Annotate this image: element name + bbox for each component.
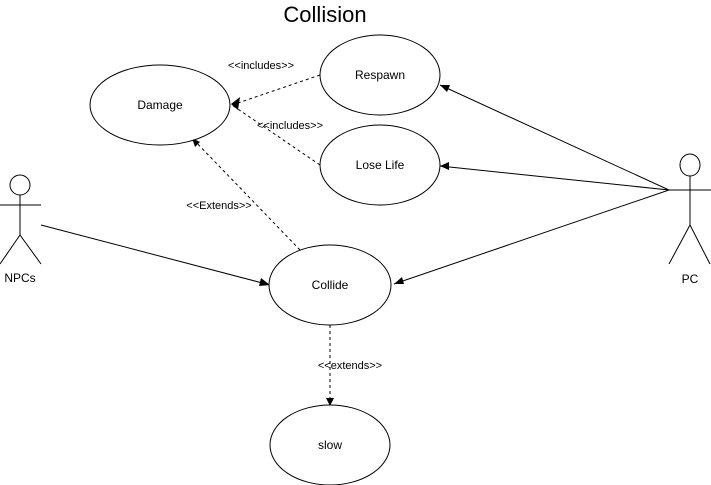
use-case-collide-shape[interactable]: [268, 244, 392, 326]
use-case-respawn[interactable]: Respawn: [319, 34, 441, 116]
use-case-slow[interactable]: slow: [269, 404, 391, 485]
use-case-collide[interactable]: Collide: [268, 244, 392, 326]
arrow-head-extends-collide: [326, 398, 334, 406]
actor-npcs-head: [9, 174, 31, 196]
actor-pc-left-leg: [668, 224, 691, 265]
actor-pc[interactable]: PC: [668, 153, 711, 286]
use-case-lose-life-shape[interactable]: [319, 124, 441, 206]
actor-pc-right-leg: [689, 224, 711, 265]
stereotype-respawn-includes: <<includes>>: [228, 60, 294, 72]
use-case-damage-shape[interactable]: [89, 64, 231, 146]
arrow-head-pc-respawn: [440, 85, 450, 92]
arrow-head-pc-collide: [394, 277, 404, 284]
extend-collide-damage[interactable]: [191, 137, 301, 251]
association-pc-lose-life[interactable]: [439, 165, 670, 191]
use-case-slow-label: slow: [318, 438, 342, 452]
stereotype-lose-life-includes: <<includes>>: [257, 120, 323, 132]
actor-pc-head: [679, 153, 701, 177]
stereotype-collide-extends-damage: <<Extends>>: [186, 200, 251, 212]
arrow-head-pc-lose-life: [440, 162, 449, 170]
actor-npcs-label: NPCs: [4, 271, 35, 285]
arrow-head-npcs-collide: [259, 278, 270, 286]
actor-pc-label: PC: [682, 272, 699, 286]
stereotype-slow-extends-collide: <<extends>>: [318, 360, 382, 372]
include-respawn-damage[interactable]: [231, 74, 321, 106]
association-pc-respawn[interactable]: [439, 84, 670, 191]
use-case-lose-life[interactable]: Lose Life: [319, 124, 441, 206]
actor-npcs[interactable]: NPCs: [0, 174, 42, 285]
dependencies: [191, 74, 331, 406]
use-case-slow-shape[interactable]: [269, 404, 391, 485]
use-case-damage[interactable]: Damage: [89, 64, 231, 146]
arrow-heads: [192, 85, 450, 406]
use-case-collide-label: Collide: [312, 278, 349, 292]
include-lose-life-damage[interactable]: [231, 104, 321, 166]
use-case-damage-label: Damage: [137, 98, 183, 112]
arrow-head-includes-damage: [231, 97, 240, 110]
diagram-title: Collision: [283, 2, 366, 27]
actor-npcs-left-leg: [0, 234, 21, 265]
use-case-respawn-shape[interactable]: [319, 34, 441, 116]
association-npcs-collide[interactable]: [40, 224, 271, 286]
association-pc-collide[interactable]: [393, 189, 670, 285]
actor-npcs-right-leg: [19, 234, 42, 265]
associations: [40, 84, 670, 286]
use-case-respawn-label: Respawn: [355, 68, 405, 82]
use-case-lose-life-label: Lose Life: [356, 158, 405, 172]
